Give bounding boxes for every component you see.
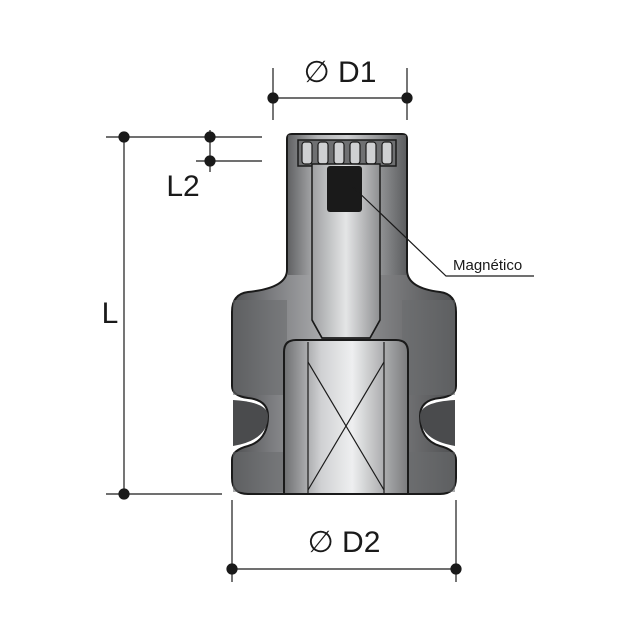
neck-groove bbox=[233, 400, 268, 446]
l2-dot-top bbox=[204, 131, 216, 143]
dimension-lines bbox=[106, 68, 534, 582]
spline-teeth bbox=[301, 141, 393, 165]
d2-dot-right bbox=[450, 563, 462, 575]
square-drive bbox=[283, 339, 409, 495]
magnet bbox=[327, 166, 362, 212]
d2-label: ∅ D2 bbox=[308, 526, 381, 559]
magnet-leader-line bbox=[351, 185, 534, 277]
bore-taper bbox=[311, 319, 381, 339]
d1-dot-right bbox=[401, 92, 413, 104]
socket-body bbox=[231, 133, 457, 495]
base-left bbox=[233, 452, 283, 492]
d1-dot-left bbox=[267, 92, 279, 104]
l2-dot-bottom bbox=[204, 155, 216, 167]
l-label: L bbox=[102, 297, 119, 330]
shoulder-right bbox=[402, 300, 455, 395]
l2-label: L2 bbox=[166, 170, 199, 203]
l-dot-top bbox=[118, 131, 130, 143]
d1-label: ∅ D1 bbox=[304, 56, 377, 89]
l-dot-bottom bbox=[118, 488, 130, 500]
base-right bbox=[405, 452, 455, 492]
d2-dot-left bbox=[226, 563, 238, 575]
drive-cross-lines bbox=[307, 342, 385, 494]
magnet-callout-label: Magnético bbox=[453, 257, 522, 274]
spline-opening bbox=[297, 139, 397, 167]
shoulder-left bbox=[233, 300, 287, 395]
neck-groove-right bbox=[420, 400, 455, 446]
